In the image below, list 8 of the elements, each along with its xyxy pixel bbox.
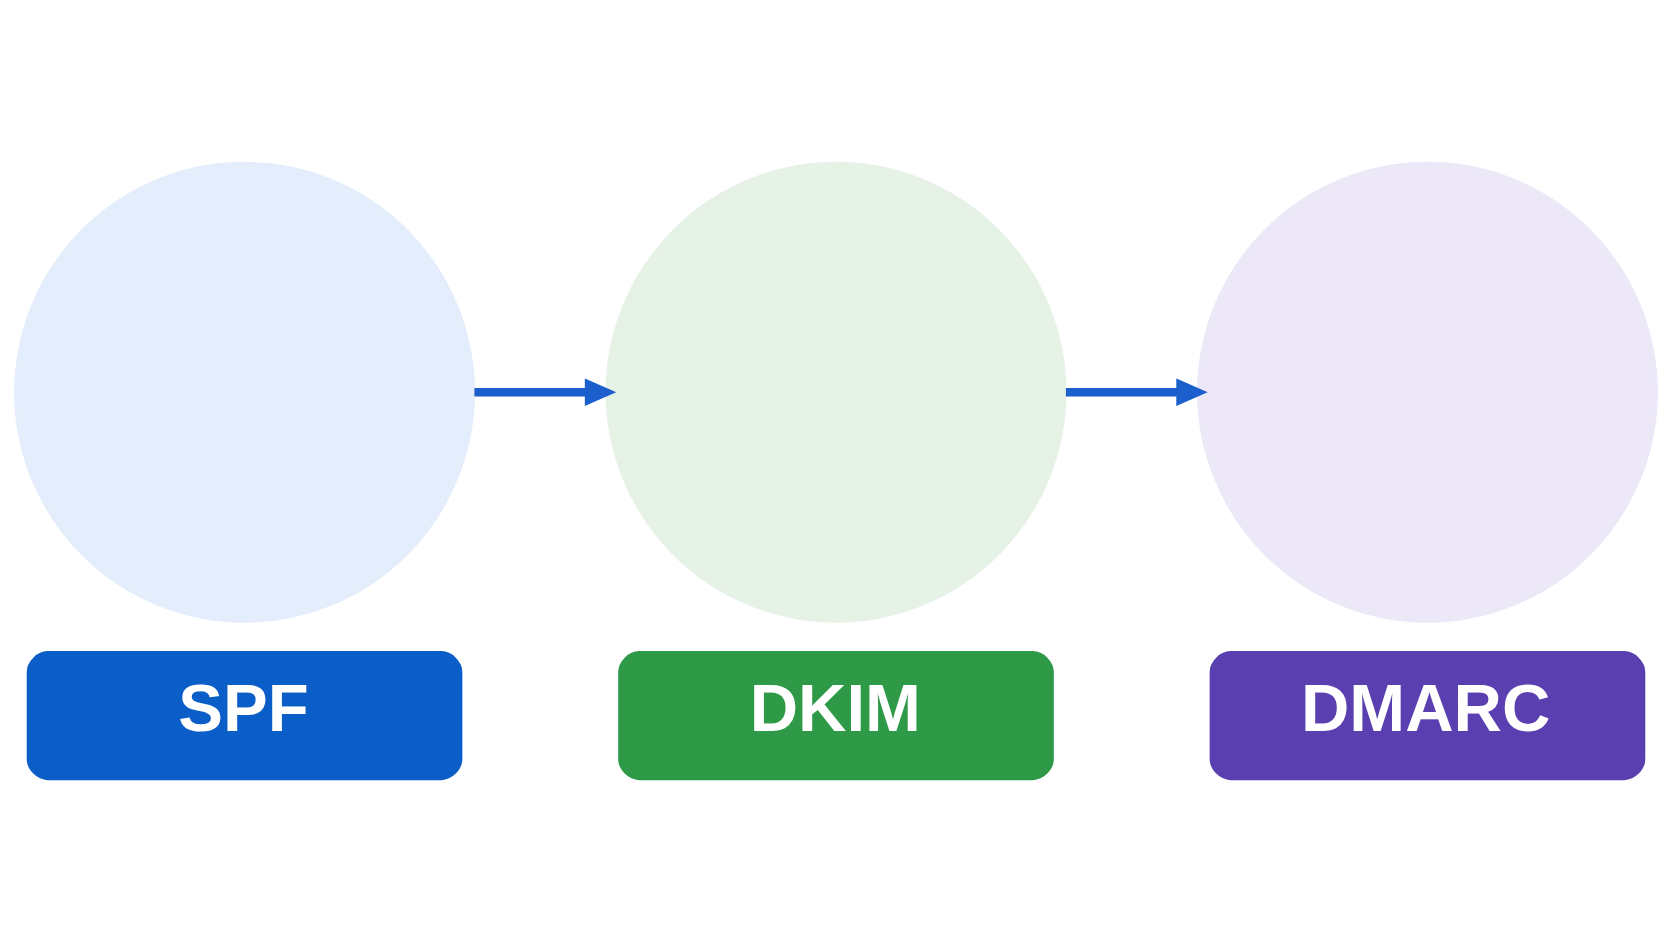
arrow bbox=[1065, 378, 1208, 406]
node-box: DKIM bbox=[618, 650, 1054, 780]
node-circle bbox=[1197, 161, 1658, 623]
node-circle bbox=[605, 161, 1067, 623]
arrow bbox=[474, 378, 617, 406]
node-box: SPF bbox=[26, 650, 463, 780]
node-circle bbox=[14, 161, 475, 623]
node-box: DMARC bbox=[1209, 650, 1646, 780]
